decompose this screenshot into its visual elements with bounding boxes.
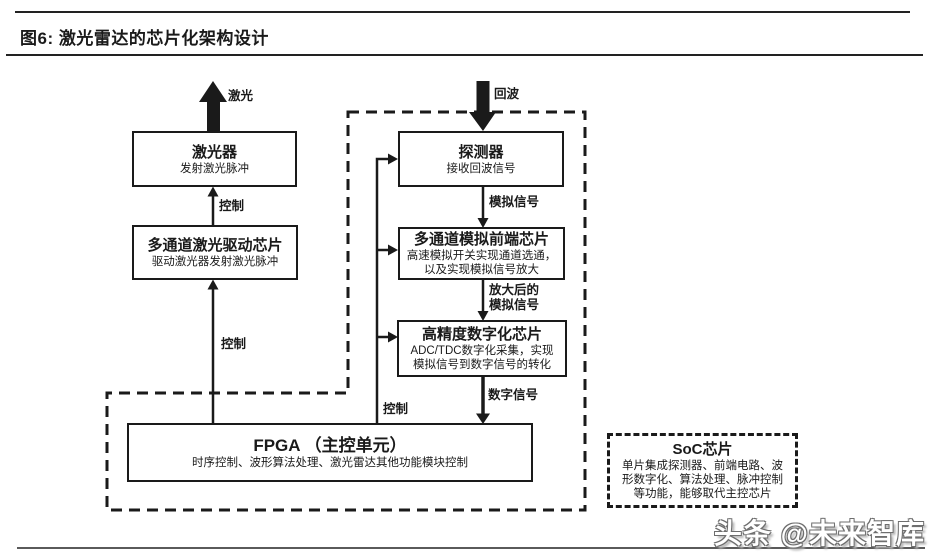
detector-box-subtitle: 接收回波信号 — [446, 162, 516, 175]
detector-box-title: 探测器 — [458, 143, 504, 161]
soc-chip-line3: 等功能，能够取代主控芯片 — [633, 488, 772, 500]
soc-chip-box: SoC芯片 单片集成探测器、前端电路、波 形数字化、算法处理、脉冲控制 等功能，… — [607, 433, 798, 508]
amplified-signal-label-line2: 模拟信号 — [489, 298, 540, 312]
laser-output-arrow — [199, 81, 227, 131]
digitizer-chip-box: 高精度数字化芯片 ADC/TDC数字化采集，实现 模拟信号到数字信号的转化 — [397, 320, 567, 377]
echo-input-arrow — [469, 81, 496, 131]
detector-to-afe-arrowhead — [477, 218, 489, 228]
fpga-box: FPGA （主控单元） 时序控制、波形算法处理、激光雷达其他功能模块控制 — [127, 423, 533, 482]
soc-chip-line2: 形数字化、算法处理、脉冲控制 — [622, 474, 783, 486]
laser-driver-chip-subtitle: 驱动激光器发射激光脉冲 — [151, 256, 279, 268]
digitizer-chip-title: 高精度数字化芯片 — [421, 326, 542, 343]
laser-driver-chip-box: 多通道激光驱动芯片 驱动激光器发射激光脉冲 — [132, 225, 298, 280]
top-rule — [15, 11, 910, 13]
control-branch-afe-arrowhead — [388, 244, 398, 256]
detector-box: 探测器 接收回波信号 — [398, 131, 564, 187]
analog-frontend-chip-title: 多通道模拟前端芯片 — [413, 231, 549, 248]
bottom-rule — [17, 547, 925, 549]
digitizer-chip-line1: ADC/TDC数字化采集，实现 — [410, 345, 554, 357]
afe-to-digitizer-arrowhead — [477, 311, 489, 321]
laser-driver-chip-title: 多通道激光驱动芯片 — [147, 237, 283, 254]
fpga-box-title: FPGA （主控单元） — [253, 436, 407, 455]
figure-title: 图6: 激光雷达的芯片化架构设计 — [20, 29, 269, 48]
analog-frontend-chip-line2: 以及实现模拟信号放大 — [424, 264, 539, 276]
digitizer-chip-line2: 模拟信号到数字信号的转化 — [413, 359, 551, 371]
fpga-to-driver-arrowhead — [207, 279, 219, 290]
driver-to-laser-arrowhead — [207, 186, 219, 197]
digitizer-to-fpga-arrowhead — [476, 413, 490, 424]
laser-output-label: 激光 — [228, 89, 254, 103]
echo-input-label: 回波 — [494, 87, 520, 101]
soc-chip-title: SoC芯片 — [672, 441, 733, 458]
watermark-text: 头条 @未来智库 — [713, 518, 925, 549]
control-label-fpga-trunk: 控制 — [383, 402, 409, 416]
analog-frontend-chip-line1: 高速模拟开关实现通道选通， — [406, 250, 557, 262]
laser-box-subtitle: 发射激光脉冲 — [180, 162, 249, 175]
analog-signal-label: 模拟信号 — [489, 195, 540, 209]
control-branch-detector-arrowhead — [388, 153, 398, 165]
digital-signal-label: 数字信号 — [488, 388, 539, 402]
laser-box: 激光器 发射激光脉冲 — [132, 131, 297, 187]
control-label-fpga-to-driver: 控制 — [221, 337, 247, 351]
fpga-box-subtitle: 时序控制、波形算法处理、激光雷达其他功能模块控制 — [192, 457, 468, 469]
dashed-integration-outline — [105, 110, 587, 512]
laser-box-title: 激光器 — [191, 143, 237, 161]
analog-frontend-chip-box: 多通道模拟前端芯片 高速模拟开关实现通道选通， 以及实现模拟信号放大 — [398, 227, 565, 280]
control-label-driver-to-laser: 控制 — [219, 199, 245, 213]
control-trunk-line — [375, 157, 389, 423]
soc-chip-line1: 单片集成探测器、前端电路、波 — [622, 460, 783, 472]
control-branch-digitizer-arrowhead — [388, 331, 398, 343]
title-underline-rule — [6, 54, 923, 56]
amplified-signal-label-line1: 放大后的 — [489, 283, 540, 297]
